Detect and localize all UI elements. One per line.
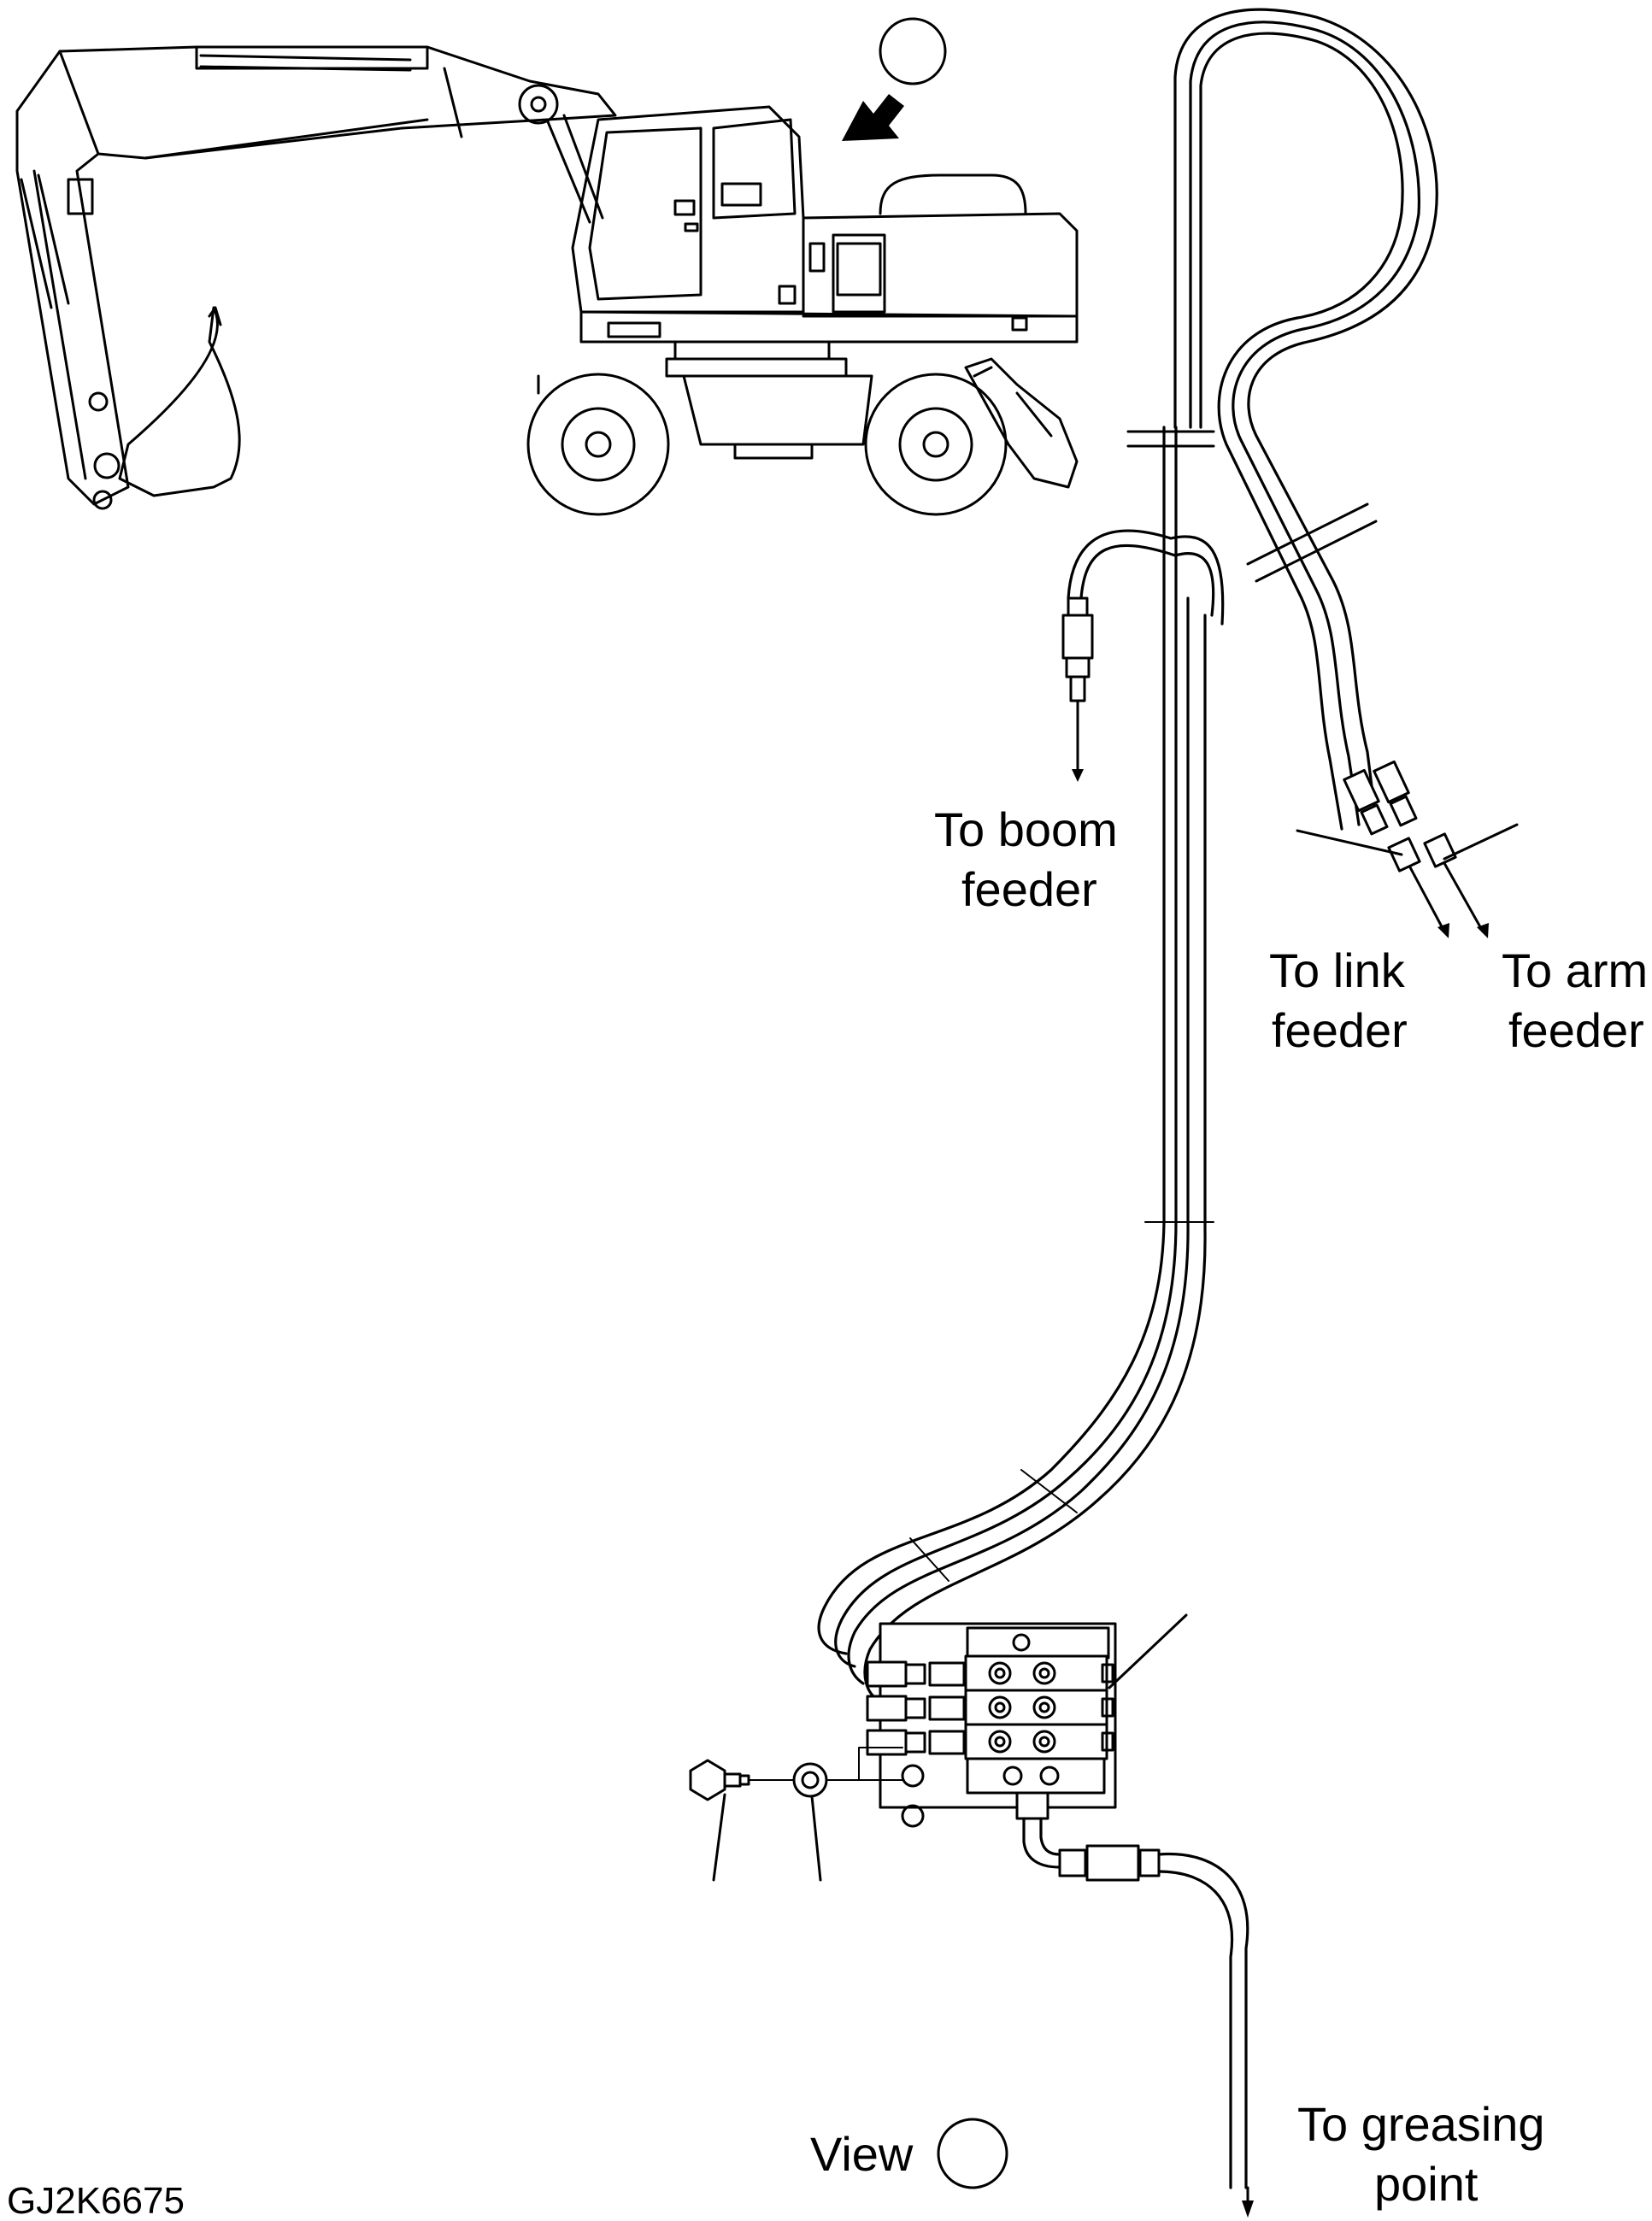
- greasing-point-label-line1: To greasing: [1297, 2097, 1545, 2151]
- arm-feeder-label-line1: To arm: [1502, 943, 1648, 997]
- link-feeder-label-line1: To link: [1269, 943, 1406, 997]
- grease-hose-bundle: [817, 8, 1438, 1702]
- wheeled-excavator-illustration: [15, 17, 1079, 516]
- hose-inlet-fittings: [866, 1660, 966, 1756]
- valve-ports: [988, 1661, 1114, 1786]
- arm-feeder-label-line2: feeder: [1508, 1003, 1644, 1057]
- boom-feeder-fitting: [1061, 596, 1094, 782]
- view-reference-circle-top: [879, 17, 947, 85]
- feeder-labels: To boom feeder To link feeder To arm fee…: [7, 802, 1648, 2221]
- boom-feeder-label-line1: To boom: [934, 802, 1118, 856]
- greasing-point-hose: [1157, 1852, 1254, 2218]
- view-reference-circle: [937, 2118, 1008, 2189]
- boom-feeder-label-line2: feeder: [961, 862, 1097, 916]
- grease-distribution-block: [866, 1613, 1188, 1882]
- link-arm-feeder-fittings: [1296, 760, 1519, 938]
- greasing-point-label-line2: point: [1374, 2157, 1479, 2211]
- figure-code: GJ2K6675: [7, 2180, 185, 2221]
- view-label: View: [810, 2127, 914, 2181]
- plug-and-washer-parts: [689, 1747, 903, 1882]
- link-feeder-label-line2: feeder: [1272, 1003, 1408, 1057]
